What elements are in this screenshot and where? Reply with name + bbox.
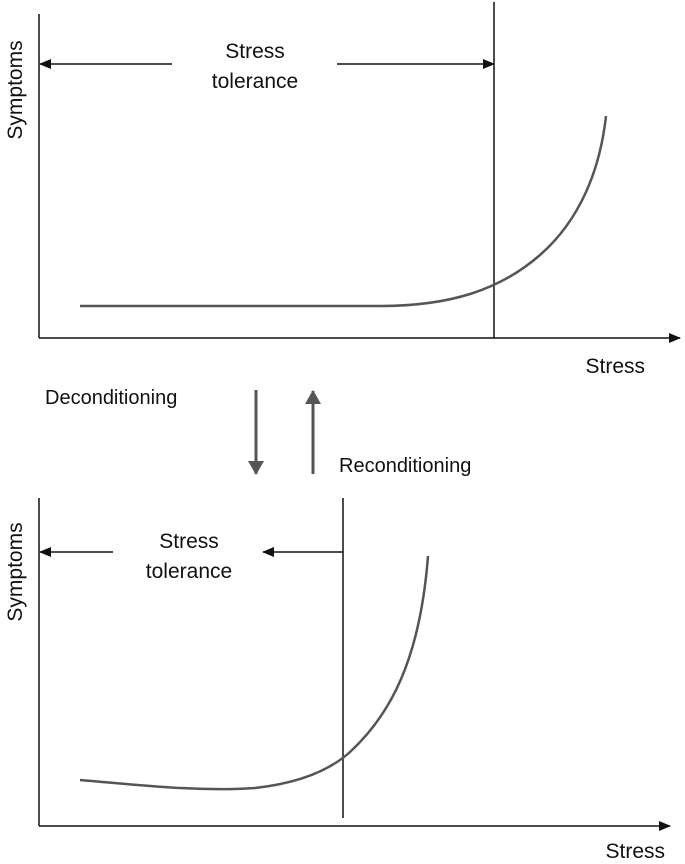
- bottom-tolerance-label-line2: tolerance: [146, 560, 232, 583]
- deconditioning-label: Deconditioning: [45, 387, 177, 409]
- top-tolerance-label-line2: tolerance: [212, 70, 298, 93]
- bottom-symptom-curve: [79, 555, 430, 791]
- bottom-y-axis-label: Symptoms: [4, 522, 27, 621]
- top-x-axis-label: Stress: [585, 355, 645, 378]
- bottom-panel: Symptoms Stress Stress tolerance: [4, 498, 671, 863]
- bottom-x-axis-label: Stress: [605, 840, 665, 863]
- bottom-tolerance-label-line1: Stress: [159, 530, 219, 553]
- top-y-axis-label: Symptoms: [4, 40, 27, 139]
- reconditioning-label: Reconditioning: [339, 455, 471, 477]
- top-symptom-curve: [80, 115, 608, 308]
- top-panel: Symptoms Stress Stress tolerance: [4, 2, 681, 378]
- top-tolerance-label-line1: Stress: [225, 40, 285, 63]
- transitions: Deconditioning Reconditioning: [45, 387, 471, 477]
